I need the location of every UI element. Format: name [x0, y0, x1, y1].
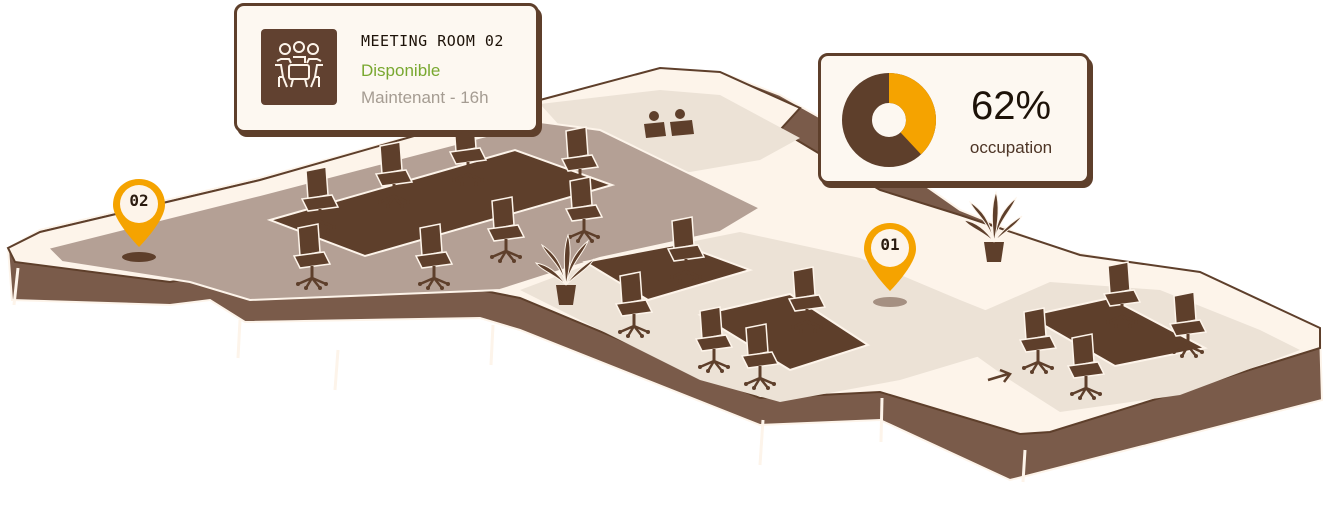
pin-shadow — [122, 252, 156, 262]
occupancy-card[interactable]: 62% occupation — [818, 53, 1090, 184]
people-icon — [644, 109, 694, 138]
room-status: Disponible — [361, 61, 441, 80]
wall-marks — [12, 267, 1027, 483]
pin-label: 02 — [129, 191, 149, 210]
arrow-icon — [987, 368, 1012, 383]
location-pin-02[interactable]: 02 — [111, 177, 167, 249]
meeting-people-icon — [261, 29, 337, 105]
occupancy-value: 62% — [970, 84, 1052, 128]
occupancy-arc — [842, 73, 936, 167]
room-time: Maintenant - 16h — [361, 88, 489, 107]
location-pin-icon — [113, 179, 165, 247]
occupancy-label: occupation — [969, 138, 1053, 157]
location-pin-icon — [864, 223, 916, 291]
donut-chart-icon — [842, 73, 936, 167]
meeting-room-card[interactable]: MEETING ROOM 02 Disponible Maintenant - … — [234, 3, 539, 133]
location-pin-01[interactable]: 01 — [862, 221, 918, 293]
meeting-table — [266, 148, 616, 258]
pin-label: 01 — [880, 235, 900, 254]
room-title: MEETING ROOM 02 — [361, 32, 504, 50]
pin-shadow — [873, 297, 907, 307]
